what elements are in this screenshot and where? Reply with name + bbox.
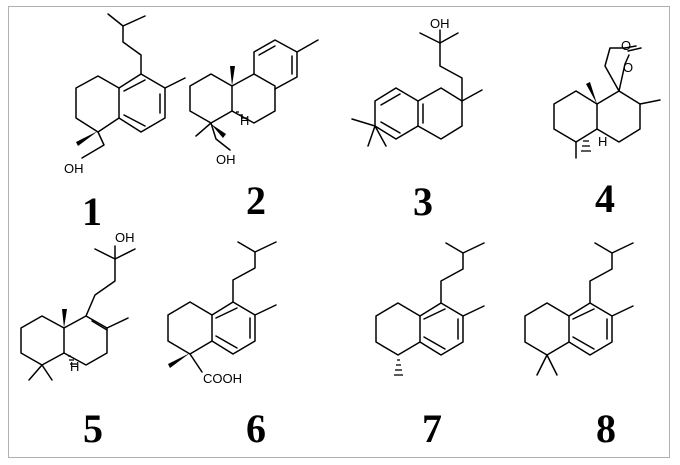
compound-6-number: 6 bbox=[246, 406, 266, 451]
compound-1-structure: OH 1 bbox=[64, 13, 186, 234]
compound-4-number: 4 bbox=[595, 176, 615, 221]
compound-1-number: 1 bbox=[82, 189, 102, 234]
compound-6-structure: COOH 6 bbox=[167, 241, 277, 451]
compound-5-number: 5 bbox=[83, 406, 103, 451]
compound-5-label-h: H bbox=[70, 359, 79, 374]
compound-3-label-oh: OH bbox=[430, 16, 450, 31]
compound-2-structure: OH H 2 bbox=[189, 39, 319, 223]
compound-5-label-oh: OH bbox=[115, 230, 135, 245]
compound-7-structure: 7 bbox=[375, 242, 485, 451]
compound-2-label-oh: OH bbox=[216, 152, 236, 167]
compound-4-label-h: H bbox=[598, 134, 607, 149]
compound-4-structure: O O H 4 bbox=[553, 38, 661, 221]
compound-5-structure: OH H 5 bbox=[20, 230, 136, 451]
compound-2-number: 2 bbox=[246, 178, 266, 223]
compound-3-number: 3 bbox=[413, 179, 433, 224]
compound-4-label-ring-o: O bbox=[623, 60, 633, 75]
compound-2-label-h: H bbox=[240, 113, 249, 128]
compound-6-label-cooh: COOH bbox=[203, 371, 242, 386]
compound-3-structure: OH 3 bbox=[351, 16, 483, 224]
compound-8-number: 8 bbox=[596, 406, 616, 451]
figure-frame bbox=[8, 6, 670, 458]
compound-4-label-carbonyl-o: O bbox=[621, 38, 631, 53]
compound-8-structure: 8 bbox=[524, 242, 634, 451]
compound-7-number: 7 bbox=[422, 406, 442, 451]
compound-1-label-oh: OH bbox=[64, 161, 84, 176]
